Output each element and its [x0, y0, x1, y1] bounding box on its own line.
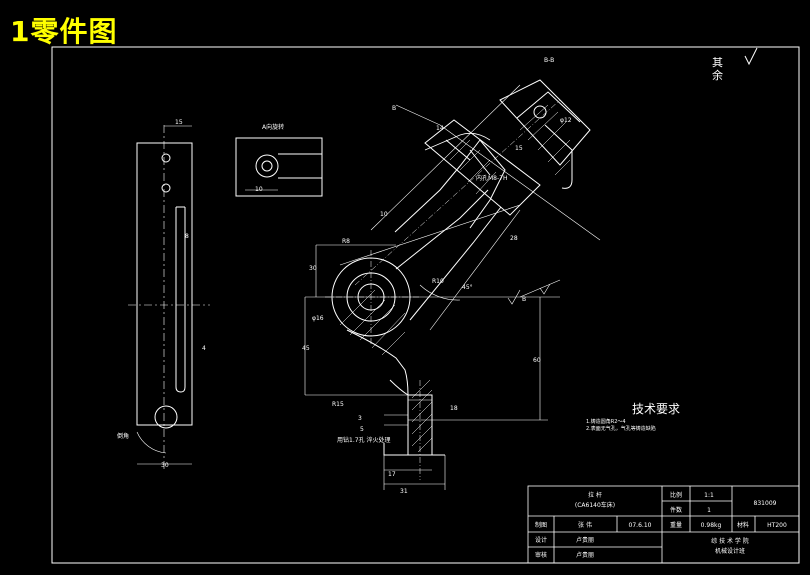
dim-28: 28	[510, 235, 518, 242]
title-block-grid	[527, 485, 800, 564]
front-view	[128, 125, 210, 470]
dim-10-top: 10	[380, 211, 388, 218]
dim-r10: R10	[432, 278, 444, 285]
tech-req-item-1: 1.铸造圆角R2～4	[586, 419, 626, 425]
dim-15: 15	[175, 119, 183, 126]
tech-req-item-2: 2.表面无气孔，气孔等铸造缺陷	[586, 426, 656, 432]
dimension-lines	[304, 84, 601, 490]
view-a-label: A向旋转	[262, 123, 284, 131]
tb-design-label: 设计	[535, 536, 547, 544]
roughness-note: 其 余	[712, 56, 723, 82]
tb-weight-label: 重量	[670, 521, 682, 529]
section-bb-label: B-B	[544, 57, 554, 64]
dim-8: 8	[185, 233, 189, 240]
roughness-symbol-icon	[744, 47, 758, 66]
dim-5: 5	[360, 426, 364, 433]
tb-qty-label: 件数	[670, 506, 682, 514]
tb-subtitle: (CA6140车床)	[575, 501, 615, 509]
dim-10: 10	[255, 186, 263, 193]
dim-phi16: φ16	[312, 315, 324, 322]
dim-angle: 45°	[462, 284, 473, 291]
tb-part-name: 拉 杆	[588, 491, 602, 499]
dim-30: 30	[161, 462, 169, 469]
tb-scale-value: 1:1	[704, 492, 714, 499]
tb-check-label: 审核	[535, 551, 547, 559]
section-hatching	[339, 104, 571, 453]
tb-weight-value: 0.98kg	[701, 522, 722, 529]
dim-17: 17	[388, 471, 396, 478]
tb-class: 机械设计班	[715, 547, 745, 555]
note-hole: 用钻1.7孔 淬火处理	[337, 436, 390, 444]
dim-60: 60	[533, 357, 541, 364]
dim-31: 31	[400, 488, 408, 495]
main-view	[331, 79, 591, 456]
tb-qty-value: 1	[707, 507, 711, 514]
label-b-right: B	[522, 296, 526, 303]
dim-r15: R15	[332, 401, 344, 408]
center-lines	[325, 99, 561, 480]
slide-title: 1零件图	[10, 15, 118, 48]
dim-3: 3	[358, 415, 362, 422]
roughness-mark-b-icon	[539, 283, 551, 295]
dim-18: 18	[450, 405, 458, 412]
dim-4: 4	[202, 345, 206, 352]
tb-date: 07.6.10	[629, 522, 652, 529]
dim-14: 14	[436, 125, 444, 132]
tb-scale-label: 比例	[670, 491, 682, 499]
label-b-top: B	[392, 105, 396, 112]
dim-phi12: φ12	[560, 117, 572, 124]
roughness-mark-icon	[507, 289, 521, 305]
tech-req-title: 技术要求	[632, 402, 681, 416]
note-bore: 内孔M8-7H	[476, 174, 508, 182]
tb-design-name: 卢贵丽	[576, 536, 594, 544]
tb-drawing-no: 831009	[754, 500, 777, 507]
drawing-border	[51, 46, 800, 564]
view-a	[235, 137, 323, 197]
tb-school: 综 技 术 学 院	[711, 537, 749, 545]
tb-material-value: HT200	[767, 522, 787, 529]
tb-check-name: 卢贵丽	[576, 551, 594, 559]
dim-30-main: 30	[309, 265, 317, 272]
dim-r8: R8	[342, 238, 350, 245]
note-chamfer: 倒角	[117, 432, 129, 440]
dim-45: 45	[302, 345, 310, 352]
tb-draw-name: 张 伟	[578, 521, 592, 529]
roughness-line-1: 其	[712, 56, 723, 69]
roughness-line-2: 余	[712, 69, 723, 82]
tb-material-label: 材料	[737, 521, 749, 529]
tb-draw-label: 制图	[535, 521, 547, 529]
dim-15-right: 15	[515, 145, 523, 152]
